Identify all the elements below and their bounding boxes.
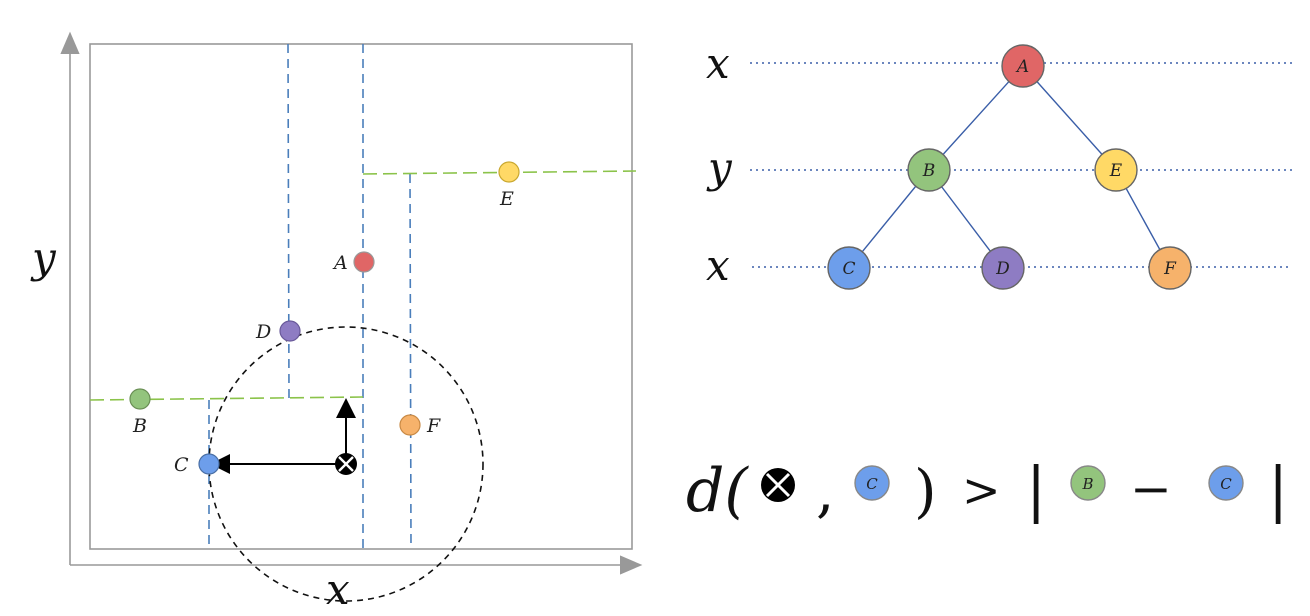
level-1-axis-label: y (706, 143, 733, 192)
query-point-icon (335, 453, 357, 475)
eq-node-c-1 (854, 465, 890, 501)
plot-y-axis-label: y (30, 233, 57, 282)
point-c-label: C (174, 454, 189, 476)
eq-node-b (1070, 465, 1106, 501)
distance-inequality: d( , C ) > | B − C | (686, 455, 1288, 526)
point-d (279, 320, 301, 342)
level-0-axis-label: x (706, 39, 730, 88)
point-e-label: E (499, 188, 514, 210)
tree-node-f-label: F (1163, 259, 1177, 279)
tree-node-d-label: D (995, 259, 1010, 279)
eq-node-c-1-label: C (866, 475, 878, 493)
point-d-label: D (255, 321, 271, 343)
kd-tree: x y x A B E C D F (706, 39, 1292, 290)
point-f (399, 414, 421, 436)
tree-node-a (1001, 44, 1045, 88)
tree-node-e (1094, 148, 1138, 192)
point-e (498, 161, 520, 183)
eq-query-point-icon (761, 468, 795, 502)
eq-func: d( (686, 456, 749, 526)
tree-node-c (827, 246, 871, 290)
split-line-e (362, 170, 637, 175)
tree-node-e-label: E (1109, 161, 1123, 181)
plot-x-axis-label: x (326, 565, 350, 614)
eq-minus: − (1130, 460, 1172, 518)
split-line-d (287, 43, 290, 399)
edge-a-b (928, 65, 1024, 171)
tree-node-b-label: B (922, 161, 936, 181)
eq-node-b-label: B (1081, 475, 1093, 493)
eq-node-c-2-label: C (1220, 475, 1232, 493)
point-a (353, 251, 375, 273)
eq-greater-than: > (962, 463, 1001, 517)
tree-node-a-label: A (1015, 57, 1029, 77)
eq-bar-left: | (1026, 455, 1046, 525)
point-b-label: B (132, 415, 147, 437)
point-f-label: F (426, 415, 441, 437)
tree-node-c-label: C (842, 259, 855, 279)
tree-node-b (907, 148, 951, 192)
eq-close-paren: ) (914, 457, 937, 525)
plot-frame (89, 43, 633, 550)
eq-node-c-2 (1208, 465, 1244, 501)
tree-node-d (981, 246, 1025, 290)
eq-comma: , (816, 457, 834, 525)
edge-a-e (1022, 65, 1117, 171)
partition-plot: A B C D E F y x (30, 31, 643, 614)
point-a-label: A (332, 252, 348, 274)
split-line-f (409, 173, 412, 550)
point-b (129, 388, 151, 410)
point-c (198, 453, 220, 475)
tree-node-f (1148, 246, 1192, 290)
level-2-axis-label: x (706, 241, 730, 290)
eq-bar-right: | (1268, 455, 1288, 525)
